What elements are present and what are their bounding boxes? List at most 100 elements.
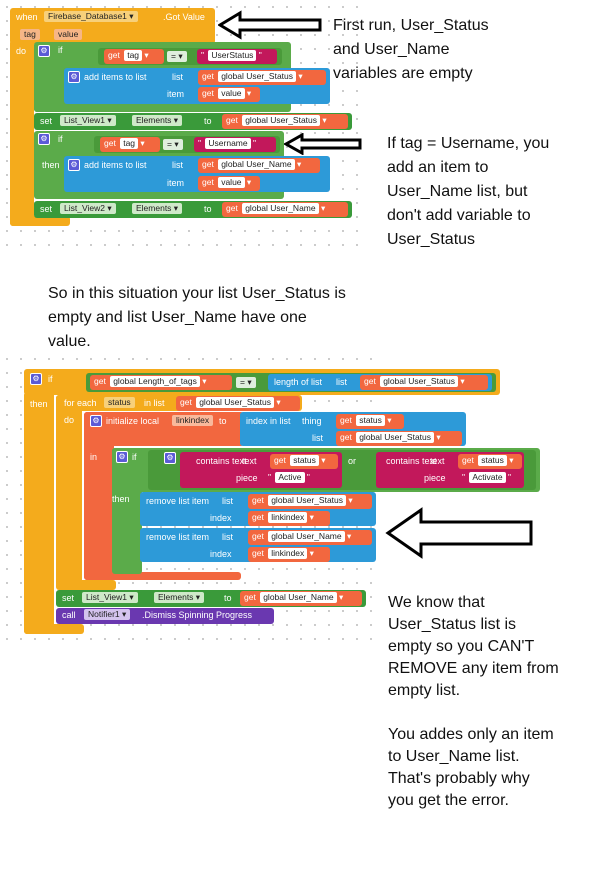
item-label: item [167, 178, 185, 188]
param-value[interactable]: value [54, 29, 83, 40]
gear-icon[interactable]: ⚙ [68, 159, 80, 171]
linkindex-var[interactable]: linkindex [172, 415, 214, 426]
initialize-local-footer [84, 572, 241, 580]
get-global-user-name-2[interactable]: get global User_Name ▾ [222, 202, 348, 217]
eq-op-1[interactable]: = ▾ [167, 51, 187, 62]
listview1-dropdown[interactable]: List_View1 ▾ [82, 592, 138, 603]
then-label: then [112, 494, 130, 504]
then-label: then [42, 160, 60, 170]
status-var[interactable]: status [104, 397, 135, 408]
do-label: do [16, 46, 27, 56]
elements-dropdown[interactable]: Elements ▾ [132, 115, 183, 126]
note-situation: So in this situation your list User_Stat… [48, 285, 346, 350]
get-global-user-name-3[interactable]: get global User_Name ▾ [248, 530, 372, 545]
thing-label: thing [302, 416, 322, 426]
gear-icon[interactable]: ⚙ [164, 452, 176, 464]
event-name-label: .Got Value [163, 12, 205, 22]
get-status-2[interactable]: get status ▾ [270, 454, 338, 469]
then-rail-1 [34, 66, 64, 112]
get-value-1[interactable]: get value ▾ [198, 87, 260, 102]
index-label: index [210, 549, 232, 559]
text-username[interactable]: " Username " [194, 137, 276, 152]
get-linkindex-1[interactable]: get linkindex ▾ [248, 511, 330, 526]
length-of-list-label: length of list [274, 377, 323, 387]
text-label: text [242, 456, 257, 466]
get-global-user-name-1[interactable]: get global User_Name ▾ [198, 158, 320, 173]
eq-op-3[interactable]: = ▾ [236, 377, 256, 388]
gear-icon[interactable]: ⚙ [30, 373, 42, 385]
gear-icon[interactable]: ⚙ [90, 415, 102, 427]
when-label: when [16, 12, 38, 22]
listview2-dropdown[interactable]: List_View2 ▾ [60, 203, 116, 214]
gear-icon[interactable]: ⚙ [38, 133, 50, 145]
remove-list-item-label: remove list item [146, 496, 210, 506]
get-global-length-of-tags[interactable]: get global Length_of_tags ▾ [90, 375, 232, 390]
get-value-2[interactable]: get value ▾ [198, 176, 260, 191]
get-tag-1[interactable]: get tag ▾ [104, 49, 164, 64]
get-global-user-status-1[interactable]: get global User_Status ▾ [198, 70, 326, 85]
arrow-left-icon [284, 133, 362, 155]
notifier-dropdown[interactable]: Notifier1 ▾ [84, 609, 131, 620]
list-label: list [222, 496, 233, 506]
then-label: then [30, 399, 48, 409]
elements-dropdown[interactable]: Elements ▾ [154, 592, 205, 603]
get-status-3[interactable]: get status ▾ [458, 454, 522, 469]
note-tag-username: If tag = Username, you add an item to Us… [387, 135, 550, 248]
listview1-dropdown[interactable]: List_View1 ▾ [60, 115, 116, 126]
if-outer-rail [24, 392, 54, 634]
if-outer-footer [24, 624, 84, 634]
dismiss-label: .Dismiss Spinning Progress [142, 610, 253, 620]
in-label: in [90, 452, 98, 462]
list-label: list [172, 160, 183, 170]
add-items-label: add items to list [84, 72, 147, 82]
initialize-local-rail [84, 412, 114, 580]
get-global-user-status-3[interactable]: get global User_Status ▾ [360, 375, 488, 390]
eq-op-2[interactable]: = ▾ [163, 139, 183, 150]
text-activate[interactable]: " Activate " [458, 471, 522, 486]
get-global-user-status-4[interactable]: get global User_Status ▾ [176, 396, 300, 411]
text-userstatus[interactable]: " UserStatus " [197, 49, 277, 64]
get-global-user-status-5[interactable]: get global User_Status ▾ [336, 431, 462, 446]
if-label: if [58, 134, 63, 144]
contains-text-label: contains text [196, 456, 247, 466]
or-label: or [348, 456, 357, 466]
remove-list-item-label: remove list item [146, 532, 210, 542]
elements-dropdown[interactable]: Elements ▾ [132, 203, 183, 214]
arrow-left-icon [385, 507, 533, 559]
gear-icon[interactable]: ⚙ [68, 71, 80, 83]
get-tag-2[interactable]: get tag ▾ [100, 137, 160, 152]
get-linkindex-2[interactable]: get linkindex ▾ [248, 547, 330, 562]
for-each-footer [56, 580, 116, 590]
initialize-local-label: initialize local [106, 416, 160, 426]
list-label: list [172, 72, 183, 82]
piece-label: piece [424, 473, 446, 483]
gear-icon[interactable]: ⚙ [38, 45, 50, 57]
get-global-user-status-2[interactable]: get global User_Status ▾ [222, 114, 348, 129]
get-status-1[interactable]: get status ▾ [336, 414, 404, 429]
if-label: if [132, 452, 137, 462]
set-label: set [40, 204, 53, 214]
to-label: to [204, 204, 212, 214]
if-label: if [48, 374, 53, 384]
to-label: to [224, 593, 232, 603]
for-each-label: for each [64, 398, 97, 408]
note-cant-remove: We know that User_Status list is empty s… [388, 594, 559, 809]
get-global-user-status-6[interactable]: get global User_Status ▾ [248, 494, 372, 509]
list-label: list [222, 532, 233, 542]
component-dropdown[interactable]: Firebase_Database1 ▾ [44, 11, 138, 22]
do-label: do [64, 415, 75, 425]
get-global-user-name-4[interactable]: get global User_Name ▾ [240, 591, 362, 606]
param-tag[interactable]: tag [20, 29, 40, 40]
gear-icon[interactable]: ⚙ [116, 451, 128, 463]
item-label: item [167, 89, 185, 99]
text-active[interactable]: " Active " [264, 471, 338, 486]
to-label: to [219, 416, 227, 426]
add-items-label: add items to list [84, 160, 147, 170]
set-label: set [62, 593, 75, 603]
list-label: list [312, 433, 323, 443]
if-label: if [58, 45, 63, 55]
to-label: to [204, 116, 212, 126]
arrow-left-icon [218, 10, 322, 40]
call-label: call [62, 610, 76, 620]
contains-text-label: contains text [386, 456, 437, 466]
